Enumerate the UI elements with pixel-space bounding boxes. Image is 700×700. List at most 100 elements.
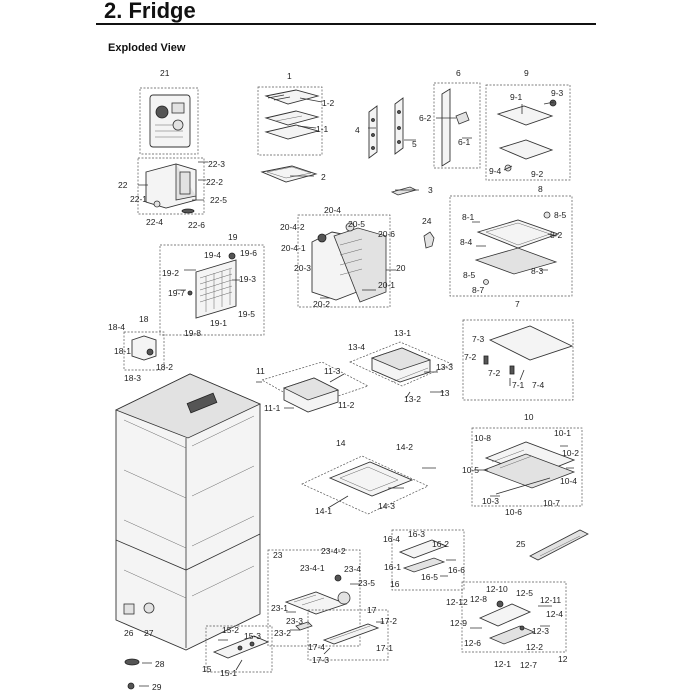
label-19-4: 19-4 [204, 250, 221, 260]
part-20-dispenser [297, 214, 391, 308]
label-18-1: 18-1 [114, 346, 131, 356]
label-10-7: 10-7 [543, 498, 560, 508]
part-25-trim [529, 529, 589, 561]
label-12-1: 12-1 [494, 659, 511, 669]
part-13-drawer [349, 341, 453, 387]
label-23-5: 23-5 [358, 578, 375, 588]
label-16: 16 [390, 579, 400, 589]
label-22-4: 22-4 [146, 217, 163, 227]
label-18: 18 [139, 314, 149, 324]
label-17-3: 17-3 [312, 655, 329, 665]
label-8-1: 8-1 [462, 212, 475, 222]
label-20-5: 20-5 [348, 219, 365, 229]
label-14-1: 14-1 [315, 506, 332, 516]
part-27-cap [143, 602, 155, 614]
label-10-5: 10-5 [462, 465, 479, 475]
label-15-3: 15-3 [244, 631, 261, 641]
label-9: 9 [524, 68, 529, 78]
label-7-4: 7-4 [532, 380, 545, 390]
part-26-clip [123, 603, 135, 615]
part-6-rail [433, 82, 481, 169]
label-23: 23 [273, 550, 283, 560]
part-3-bracket [390, 186, 418, 196]
label-20-4: 20-4 [324, 205, 341, 215]
label-10-2: 10-2 [562, 448, 579, 458]
label-19-3: 19-3 [239, 274, 256, 284]
label-9-2: 9-2 [531, 169, 544, 179]
label-28: 28 [155, 659, 165, 669]
label-7-1: 7-1 [512, 380, 525, 390]
label-6-2: 6-2 [419, 113, 432, 123]
label-20-6: 20-6 [378, 229, 395, 239]
section-subtitle: Exploded View [108, 42, 186, 54]
label-4: 4 [355, 125, 360, 135]
label-10-8: 10-8 [474, 433, 491, 443]
label-10-4: 10-4 [560, 476, 577, 486]
label-7-2a: 7-2 [464, 352, 477, 362]
part-21-control-box [139, 87, 199, 155]
page-title: 2. Fridge [104, 0, 196, 23]
part-15-cover [205, 625, 273, 673]
label-11-2: 11-2 [338, 400, 355, 410]
label-12-12: 12-12 [446, 597, 468, 607]
label-12-4: 12-4 [546, 609, 563, 619]
leader-lines [138, 97, 574, 687]
label-12-3: 12-3 [532, 626, 549, 636]
part-17-rail [307, 609, 389, 661]
part-8-shelf [449, 195, 573, 297]
label-16-4: 16-4 [383, 534, 400, 544]
label-12-7: 12-7 [520, 660, 537, 670]
label-22: 22 [118, 180, 128, 190]
label-2: 2 [321, 172, 326, 182]
label-22-3: 22-3 [208, 159, 225, 169]
label-14-3: 14-3 [378, 501, 395, 511]
label-19: 19 [228, 232, 238, 242]
part-2-shelf [260, 165, 318, 183]
label-18-3: 18-3 [124, 373, 141, 383]
label-16-3: 16-3 [408, 529, 425, 539]
part-4-rail [368, 105, 378, 159]
label-25: 25 [516, 539, 526, 549]
label-1-2: 1-2 [322, 98, 335, 108]
label-16-6: 16-6 [448, 565, 465, 575]
label-22-5: 22-5 [210, 195, 227, 205]
label-19-7: 19-7 [168, 288, 185, 298]
label-19-1: 19-1 [210, 318, 227, 328]
label-6-1: 6-1 [458, 137, 471, 147]
label-22-1: 22-1 [130, 194, 147, 204]
label-10-6: 10-6 [505, 507, 522, 517]
label-9-3: 9-3 [551, 88, 564, 98]
label-12-8: 12-8 [470, 594, 487, 604]
label-23-4-2: 23-4-2 [321, 546, 346, 556]
label-13-4: 13-4 [348, 342, 365, 352]
label-19-5: 19-5 [238, 309, 255, 319]
part-14-shelf [301, 455, 429, 515]
title-rule [96, 23, 596, 25]
part-11-drawer [261, 361, 369, 413]
label-22-6: 22-6 [188, 220, 205, 230]
label-19-2: 19-2 [162, 268, 179, 278]
label-8-5b: 8-5 [463, 270, 476, 280]
part-24-clip [423, 231, 435, 249]
part-29-screw [127, 682, 135, 690]
part-9-shelf [485, 84, 571, 181]
part-22-assembly [137, 157, 205, 215]
label-16-5: 16-5 [421, 572, 438, 582]
label-15-2: 15-2 [222, 625, 239, 635]
label-6: 6 [456, 68, 461, 78]
label-11: 11 [256, 366, 265, 376]
page-header: 2. Fridge [96, 0, 596, 25]
label-20-3: 20-3 [294, 263, 311, 273]
label-13-2: 13-2 [404, 394, 421, 404]
label-21: 21 [160, 68, 170, 78]
label-15: 15 [202, 664, 212, 674]
label-1-1: 1-1 [316, 124, 329, 134]
label-24: 24 [422, 216, 432, 226]
callout-labels: 21 1 1-2 1-1 2 4 5 3 6 6-2 6-1 9 9-1 9-3… [108, 68, 579, 692]
label-14-2: 14-2 [396, 442, 413, 452]
label-20-1: 20-1 [378, 280, 395, 290]
label-7: 7 [515, 299, 520, 309]
label-8-4: 8-4 [460, 237, 473, 247]
label-12-11: 12-11 [540, 595, 561, 605]
